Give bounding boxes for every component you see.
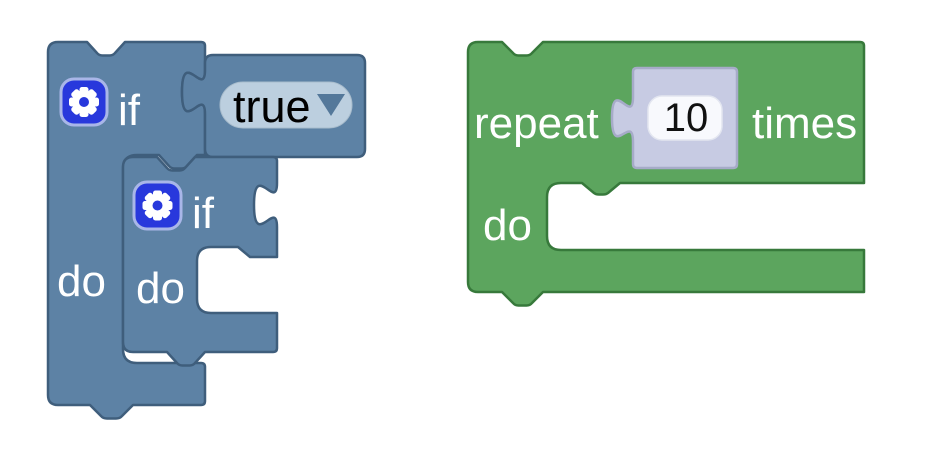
shadow-number-block[interactable]: 10 xyxy=(610,66,739,170)
dropdown-pill[interactable] xyxy=(219,81,353,129)
if-block-outer[interactable]: if do xyxy=(46,40,207,420)
if-keyword-label: if xyxy=(192,189,215,238)
gear-icon[interactable] xyxy=(132,180,183,231)
dropdown-true[interactable]: true xyxy=(219,81,353,132)
times-label: times xyxy=(752,99,857,148)
do-label: do xyxy=(57,257,106,306)
if-block-outer-body[interactable] xyxy=(46,40,207,420)
number-field[interactable] xyxy=(647,95,723,141)
if-keyword-label: if xyxy=(118,86,141,135)
gear-hub xyxy=(152,200,163,211)
if-block-inner[interactable]: if do xyxy=(121,155,279,367)
dropdown-arrow-icon xyxy=(317,94,345,116)
gear-icon[interactable] xyxy=(59,77,109,127)
repeat-block[interactable]: repeat times do xyxy=(466,40,866,307)
dropdown-value-label: true xyxy=(233,81,311,132)
number-field-value: 10 xyxy=(664,96,709,140)
do-label: do xyxy=(483,201,532,250)
repeat-block-body[interactable] xyxy=(466,40,866,307)
repeat-keyword-label: repeat xyxy=(474,99,599,148)
condition-block-true[interactable]: true xyxy=(180,53,367,159)
gear-hub xyxy=(79,97,89,107)
do-label: do xyxy=(136,264,185,313)
